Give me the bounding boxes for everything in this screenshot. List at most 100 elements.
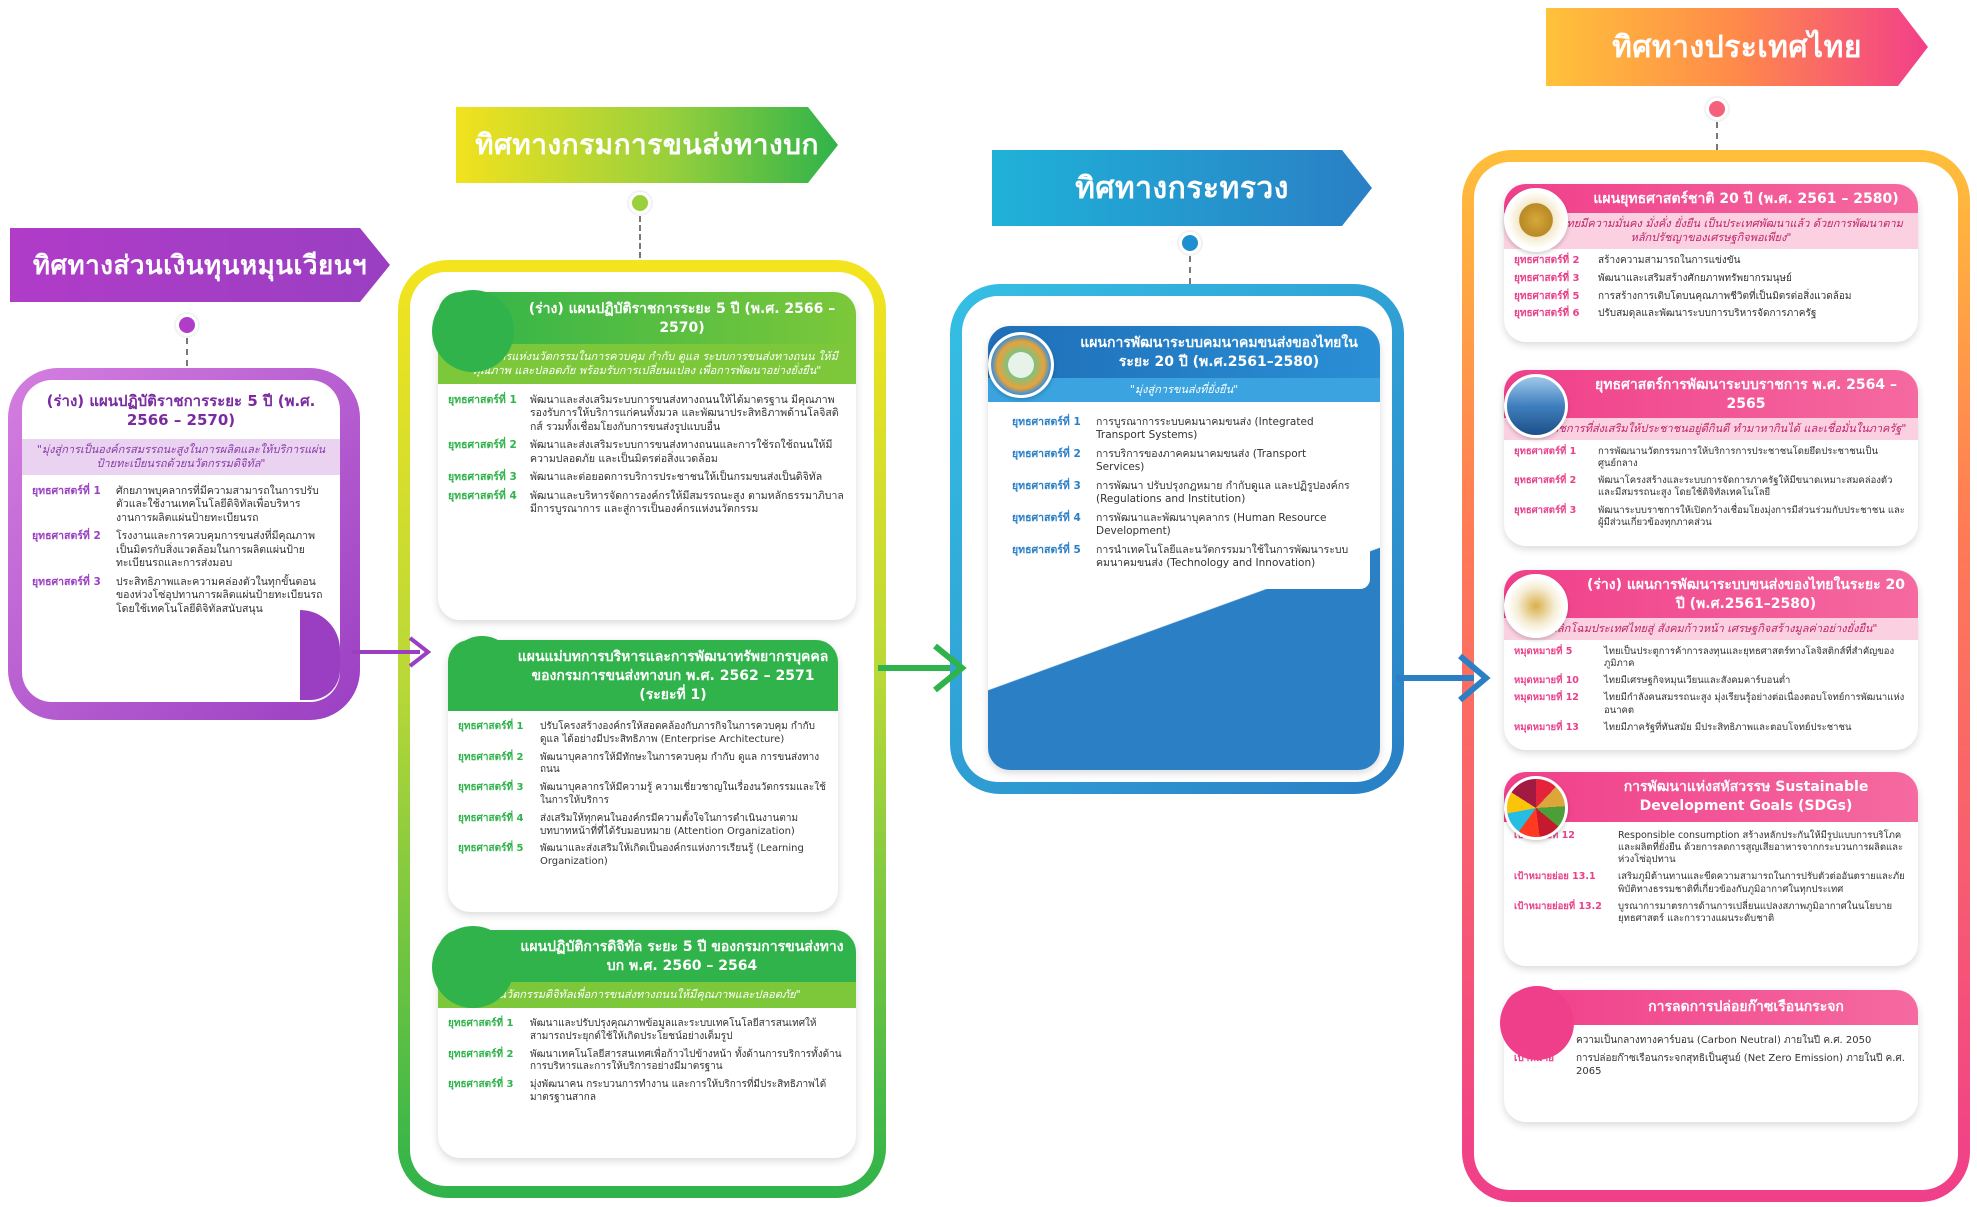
ministry-logo-icon bbox=[988, 332, 1054, 398]
strategy-number: เป้าหมายย่อย 13.1 bbox=[1514, 871, 1596, 883]
strategy-number: ยุทธศาสตร์ที่ 6 bbox=[1514, 308, 1580, 320]
strategy-number: ยุทธศาสตร์ที่ 1 bbox=[458, 721, 524, 732]
strategy-number: ยุทธศาสตร์ที่ 1 bbox=[32, 485, 101, 497]
dlt-card1-circle bbox=[432, 290, 514, 372]
dlt-card2-circle bbox=[448, 636, 516, 704]
strategy-number: ยุทธศาสตร์ที่ 5 bbox=[1514, 290, 1580, 302]
th-card3-title: (ร่าง) แผนการพัฒนาระบบขนส่งของไทยในระยะ … bbox=[1587, 577, 1905, 612]
strategy-number: ยุทธศาสตร์ที่ 3 bbox=[458, 782, 524, 794]
th-card3-header: (ร่าง) แผนการพัฒนาระบบขนส่งของไทยในระยะ … bbox=[1504, 570, 1918, 618]
strategy-item: เป้าหมายการปล่อยก๊าซเรือนกระจกสุทธิเป็นศ… bbox=[1514, 1053, 1908, 1079]
strategy-text: พัฒนาและเสริมสร้างศักยภาพทรัพยากรมนุษย์ bbox=[1598, 272, 1792, 284]
strategy-item: ยุทธศาสตร์ที่ 1 การพัฒนานวัตกรรมการให้บริ… bbox=[1514, 446, 1908, 470]
strategy-text: เสริมภูมิต้านทานและขีดความสามารถในการปรั… bbox=[1618, 871, 1905, 895]
strategy-text: พัฒนาและบริหารจัดการองค์กรให้มีสมรรถนะสู… bbox=[530, 489, 844, 516]
strategy-item: ยุทธศาสตร์ที่ 5 การสร้างการเติบโตบนคุณภาพ… bbox=[1514, 291, 1908, 304]
connector-line-fund bbox=[186, 338, 188, 366]
strategy-text: ประสิทธิภาพและความคล่องตัวในทุกขั้นตอนขอ… bbox=[116, 575, 323, 615]
strategy-number: ยุทธศาสตร์ที่ 5 bbox=[458, 843, 524, 855]
connector-dot-fund bbox=[176, 314, 198, 336]
strategy-number: ยุทธศาสตร์ที่ 3 bbox=[1514, 504, 1577, 516]
th-card4-title: การพัฒนาแห่งสหัสวรรษ Sustainable Develop… bbox=[1623, 779, 1869, 814]
strategy-text: พัฒนาและส่งเสริมระบบการขนส่งทางถนนและการ… bbox=[530, 439, 833, 465]
strategy-number: ยุทธศาสตร์ที่ 2 bbox=[458, 751, 524, 763]
strategy-item: เป้าหมายย่อยที่ 13.2 บูรณาการมาตรการด้านก… bbox=[1514, 901, 1908, 925]
strategy-item: หมุดหมายที่ 10 ไทยมีเศรษฐกิจหมุนเวียนและส… bbox=[1514, 675, 1908, 687]
strategy-number: ยุทธศาสตร์ที่ 2 bbox=[32, 530, 101, 543]
connector-dot-thailand bbox=[1706, 98, 1728, 120]
strategy-text: การบริการของภาคคมนาคมขนส่ง (Transport Se… bbox=[1096, 447, 1307, 474]
fund-card: (ร่าง) แผนปฏิบัติราชการระยะ 5 ปี (พ.ศ. 2… bbox=[22, 380, 340, 702]
dlt-card3-title: แผนปฏิบัติการดิจิทัล ระยะ 5 ปี ของกรมการ… bbox=[520, 939, 844, 974]
sdgs-icon bbox=[1504, 776, 1568, 840]
th-card-sdgs: การพัฒนาแห่งสหัสวรรษ Sustainable Develop… bbox=[1504, 772, 1918, 966]
strategy-text: การปล่อยก๊าซเรือนกระจกสุทธิเป็นศูนย์ (Ne… bbox=[1576, 1052, 1905, 1077]
strategy-text: ไทยมีเศรษฐกิจหมุนเวียนและสังคมคาร์บอนต่ำ bbox=[1604, 675, 1791, 687]
strategy-number: ยุทธศาสตร์ที่ 4 bbox=[458, 812, 524, 824]
ministry-card-title: แผนการพัฒนาระบบคมนาคมขนส่งของไทยในระยะ 2… bbox=[1080, 335, 1358, 370]
th-card5-title: การลดการปล่อยก๊าซเรือนกระจก bbox=[1648, 999, 1844, 1015]
strategy-text: การสร้างการเติบโตบนคุณภาพชีวิตที่เป็นมิต… bbox=[1598, 290, 1852, 302]
th-card-national-strategy: แผนยุทธศาสตร์ชาติ 20 ปี (พ.ศ. 2561 – 258… bbox=[1504, 184, 1918, 342]
strategy-text: ส่งเสริมให้ทุกคนในองค์กรมีความตั้งใจในกา… bbox=[540, 812, 799, 837]
strategy-text: ไทยมีกำลังคนสมรรถนะสูง มุ่งเรียนรู้อย่าง… bbox=[1604, 692, 1905, 716]
connector-dot-dlt bbox=[629, 192, 651, 214]
banner-thailand-label: ทิศทางประเทศไทย bbox=[1612, 29, 1862, 65]
strategy-number: ยุทธศาสตร์ที่ 2 bbox=[1514, 255, 1580, 266]
banner-ministry-direction: ทิศทางกระทรวง bbox=[992, 150, 1372, 226]
th-card4-header: การพัฒนาแห่งสหัสวรรษ Sustainable Develop… bbox=[1504, 772, 1918, 822]
strategy-text: พัฒนาและต่อยอดการบริการประชาชนให้เป็นกรม… bbox=[530, 471, 823, 484]
strategy-number: ยุทธศาสตร์ที่ 1 bbox=[448, 1018, 514, 1029]
strategy-text: พัฒนาและส่งเสริมให้เกิดเป็นองค์กรแห่งการ… bbox=[540, 843, 804, 868]
connector-line-ministry bbox=[1189, 256, 1191, 284]
strategy-text: มุ่งพัฒนาคน กระบวนการทำงาน และการให้บริก… bbox=[530, 1079, 827, 1103]
th-card-transport-20yr: (ร่าง) แผนการพัฒนาระบบขนส่งของไทยในระยะ … bbox=[1504, 570, 1918, 750]
strategy-number: ยุทธศาสตร์ที่ 3 bbox=[448, 1079, 514, 1091]
strategy-item: เป้าหมายความเป็นกลางทางคาร์บอน (Carbon N… bbox=[1514, 1035, 1908, 1048]
strategy-text: พัฒนาและส่งเสริมระบบการขนส่งทางถนนให้ได้… bbox=[530, 394, 839, 433]
strategy-text: Responsible consumption สร้างหลักประกันใ… bbox=[1618, 830, 1904, 866]
strategy-item: เป้าหมายย่อย 13.1 เสริมภูมิต้านทานและขีดค… bbox=[1514, 871, 1908, 895]
strategy-text: บูรณาการมาตรการด้านการเปลี่ยนแปลงสภาพภูม… bbox=[1618, 900, 1893, 924]
th-card2-header: ยุทธศาสตร์การพัฒนาระบบราชการ พ.ศ. 2564 –… bbox=[1504, 370, 1918, 418]
strategy-number: ยุทธศาสตร์ที่ 4 bbox=[1012, 511, 1081, 524]
dlt-card1-title: (ร่าง) แผนปฏิบัติราชการระยะ 5 ปี (พ.ศ. 2… bbox=[528, 301, 836, 336]
banner-thailand-direction: ทิศทางประเทศไทย bbox=[1546, 8, 1928, 86]
strategy-text: การพัฒนานวัตกรรมการให้บริการการประชาชนโด… bbox=[1598, 446, 1878, 470]
strategy-number: ยุทธศาสตร์ที่ 1 bbox=[448, 394, 517, 406]
strategy-text: การพัฒนาและพัฒนาบุคลากร (Human Resource … bbox=[1096, 511, 1327, 538]
banner-fund-direction: ทิศทางส่วนเงินทุนหมุนเวียนฯ bbox=[10, 228, 390, 302]
strategy-item: ยุทธศาสตร์ที่ 2 การบริการของภาคคมนาคมขนส่… bbox=[1012, 448, 1356, 475]
banner-fund-label: ทิศทางส่วนเงินทุนหมุนเวียนฯ bbox=[32, 250, 368, 281]
strategy-number: เป้าหมายย่อยที่ 13.2 bbox=[1514, 900, 1602, 912]
strategy-text: สร้างความสามารถในการแข่งขัน bbox=[1598, 255, 1741, 266]
th-card1-title: แผนยุทธศาสตร์ชาติ 20 ปี (พ.ศ. 2561 – 258… bbox=[1593, 191, 1899, 207]
strategy-number: หมุดหมายที่ 10 bbox=[1514, 675, 1579, 687]
strategy-number: ยุทธศาสตร์ที่ 1 bbox=[1514, 446, 1577, 457]
strategy-text: พัฒนาและปรับปรุงคุณภาพข้อมูลและระบบเทคโน… bbox=[530, 1018, 817, 1042]
strategy-number: ยุทธศาสตร์ที่ 2 bbox=[1012, 447, 1081, 460]
ministry-card-transport-plan: แผนการพัฒนาระบบคมนาคมขนส่งของไทยในระยะ 2… bbox=[988, 326, 1380, 770]
connector-dot-ministry bbox=[1179, 232, 1201, 254]
strategy-text: ไทยเป็นประตูการค้าการลงทุนและยุทธศาสตร์ท… bbox=[1604, 646, 1895, 670]
dlt-card-hr-master-plan: แผนแม่บทการบริหารและการพัฒนาทรัพยากรบุคค… bbox=[448, 640, 838, 912]
